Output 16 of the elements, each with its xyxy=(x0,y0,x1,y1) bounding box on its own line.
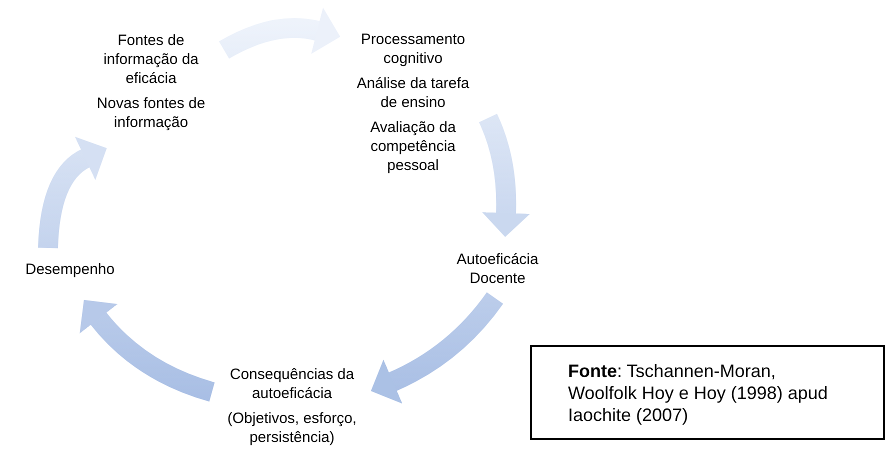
node-label: Novas fontes de informação xyxy=(96,94,206,132)
curved-arrow xyxy=(38,138,106,248)
node-label: Desempenho xyxy=(25,260,115,278)
curved-arrow xyxy=(478,114,530,237)
node-label: Autoeficácia Docente xyxy=(456,250,540,288)
node-label: Análise da tarefa de ensino xyxy=(356,74,470,112)
curved-arrow xyxy=(80,300,215,402)
node-label: Avaliação da competência pessoal xyxy=(369,118,457,174)
node-label: Processamento cognitivo xyxy=(360,30,466,68)
curved-arrow xyxy=(219,7,340,59)
node-label: Consequências da autoeficácia xyxy=(228,365,356,403)
source-box xyxy=(530,345,885,440)
node-label: (Objetivos, esforço, persistência) xyxy=(226,409,358,447)
source-note: Fonte: Tschannen-Moran, Woolfolk Hoy e Hoy (1998) apud Iaochite (2007) xyxy=(568,360,829,426)
node-label: Fontes de informação da eficácia xyxy=(102,30,200,88)
curved-arrow xyxy=(371,292,504,404)
